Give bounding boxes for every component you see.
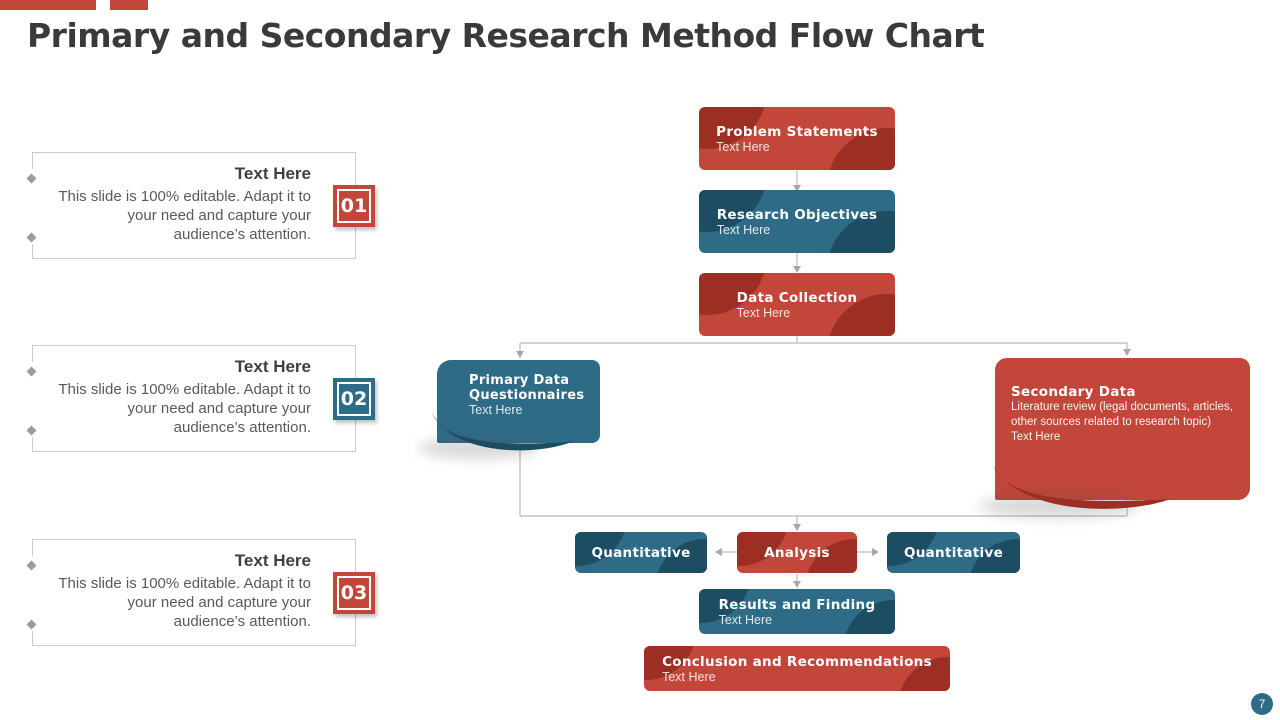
info-box-01[interactable]: Text Here This slide is 100% editable. A… [26, 152, 375, 259]
node-subtitle: Text Here [716, 139, 770, 154]
flow-node-quantitative-left[interactable]: Quantitative [575, 532, 707, 573]
node-subtitle: Text Here [662, 669, 716, 684]
flow-node-data-collection[interactable]: Data Collection Text Here [699, 273, 895, 336]
node-title: Analysis [764, 544, 830, 561]
info-box-body[interactable]: This slide is 100% editable. Adapt it to… [58, 575, 311, 631]
node-title: Quantitative [591, 544, 691, 561]
node-title: Results and Finding [718, 596, 876, 613]
info-box-02[interactable]: Text Here This slide is 100% editable. A… [26, 345, 375, 452]
flow-node-analysis[interactable]: Analysis [737, 532, 857, 573]
flow-node-secondary-data[interactable]: Secondary Data Literature review (legal … [979, 358, 1250, 518]
page-title[interactable]: Primary and Secondary Research Method Fl… [27, 16, 985, 55]
border-stub [32, 153, 33, 169]
border-stub [32, 631, 33, 645]
node-subtitle: Text Here [469, 403, 523, 417]
page-curl [992, 465, 1172, 509]
node-title: Data Collection [736, 289, 858, 306]
node-title: Conclusion and Recommendations [662, 653, 932, 670]
flow-node-problem-statements[interactable]: Problem Statements Text Here [699, 107, 895, 170]
info-box-body[interactable]: This slide is 100% editable. Adapt it to… [58, 188, 311, 244]
info-box-title[interactable]: Text Here [234, 357, 311, 376]
page-curl [431, 412, 573, 451]
info-box-03[interactable]: Text Here This slide is 100% editable. A… [26, 539, 375, 646]
border-stub [32, 540, 33, 556]
flow-node-primary-data[interactable]: Primary Data Questionnaires Text Here [419, 360, 600, 459]
number-badge[interactable]: 01 [333, 185, 375, 227]
number-badge[interactable]: 03 [333, 572, 375, 614]
flow-node-results[interactable]: Results and Finding Text Here [699, 589, 895, 634]
flow-node-quantitative-right[interactable]: Quantitative [887, 532, 1020, 573]
info-box-body[interactable]: This slide is 100% editable. Adapt it to… [58, 381, 311, 437]
node-subtitle: Text Here [1011, 430, 1061, 443]
info-box-title[interactable]: Text Here [234, 164, 311, 183]
accent-bar-right [110, 0, 148, 10]
node-subtitle: Text Here [736, 305, 791, 320]
border-stub [32, 437, 33, 451]
node-body: Literature review (legal documents, arti… [1011, 401, 1233, 428]
node-subtitle: Text Here [716, 222, 771, 237]
info-box-title[interactable]: Text Here [234, 551, 311, 570]
page-number-badge: 7 [1251, 693, 1273, 715]
accent-bar-left [0, 0, 96, 10]
node-title: Problem Statements [716, 123, 878, 140]
node-title: Quantitative [903, 544, 1004, 561]
flow-node-conclusion[interactable]: Conclusion and Recommendations Text Here [644, 646, 950, 691]
border-stub [32, 346, 33, 362]
node-title: Secondary Data [1011, 384, 1136, 400]
curl-shadow [419, 437, 539, 459]
number-badge[interactable]: 02 [333, 378, 375, 420]
node-subtitle: Text Here [718, 612, 773, 627]
node-title: Research Objectives [716, 206, 878, 223]
node-title: Primary Data Questionnaires [469, 373, 585, 403]
border-stub [32, 244, 33, 258]
flow-node-research-objectives[interactable]: Research Objectives Text Here [699, 190, 895, 253]
